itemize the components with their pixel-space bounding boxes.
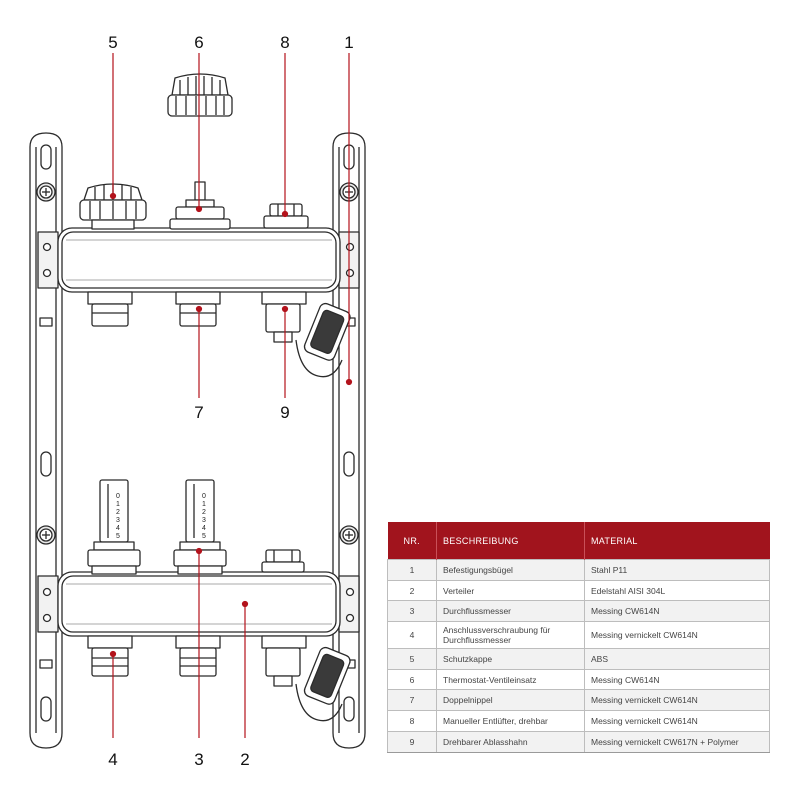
callout-line-4 (109, 650, 117, 738)
cell-material: Stahl P11 (584, 559, 770, 581)
connection-fitting (87, 635, 133, 677)
callout-line-7 (195, 305, 203, 398)
callout-label-1: 1 (344, 33, 353, 52)
callout-label-3: 3 (194, 750, 203, 769)
cell-material: Messing vernickelt CW614N (584, 621, 770, 650)
manual-air-vent (261, 549, 305, 573)
table-row: 6 Thermostat-Ventileinsatz Messing CW614… (387, 668, 770, 691)
cell-nr: 8 (387, 710, 437, 732)
scale-digit: 3 (202, 517, 206, 524)
callout-line-3 (195, 547, 203, 738)
table-row: 3 Durchflussmesser Messing CW614N (387, 600, 770, 623)
table-row: 9 Drehbarer Ablasshahn Messing vernickel… (387, 730, 770, 753)
callout-label-4: 4 (108, 750, 117, 769)
table-row: 7 Doppelnippel Messing vernickelt CW614N (387, 689, 770, 712)
cell-beschreibung: Drehbarer Ablasshahn (436, 730, 585, 753)
callout-label-8: 8 (280, 33, 289, 52)
screw-icon (36, 525, 56, 545)
cell-beschreibung: Durchflussmesser (436, 600, 585, 623)
cell-material: Messing vernickelt CW617N + Polymer (584, 730, 770, 753)
cell-beschreibung: Thermostat-Ventileinsatz (436, 668, 585, 691)
manifold-bar-top (57, 227, 341, 293)
cell-material: ABS (584, 648, 770, 670)
cell-nr: 2 (387, 579, 437, 602)
callout-label-9: 9 (280, 403, 289, 422)
table-row: 5 Schutzkappe ABS (387, 648, 770, 670)
scale-digit: 4 (202, 525, 206, 532)
callout-line-9 (281, 305, 289, 398)
callout-line-8 (281, 53, 289, 218)
cell-beschreibung: Verteiler (436, 579, 585, 602)
drain-valve (261, 635, 351, 722)
double-nipple (175, 291, 221, 327)
header-beschreibung: BESCHREIBUNG (436, 522, 585, 560)
flow-meter (87, 479, 141, 575)
double-nipple (87, 291, 133, 327)
table-row: 2 Verteiler Edelstahl AISI 304L (387, 579, 770, 602)
scale-digit: 3 (116, 517, 120, 524)
flow-meter (173, 479, 227, 575)
cell-material: Messing vernickelt CW614N (584, 689, 770, 712)
cell-nr: 5 (387, 648, 437, 670)
flowmeter-scale-left: 0 1 2 3 4 5 (116, 493, 120, 540)
cell-beschreibung: Befestigungsbügel (436, 559, 585, 581)
callout-label-2: 2 (240, 750, 249, 769)
cell-nr: 3 (387, 600, 437, 623)
connection-fitting (175, 635, 221, 677)
cell-nr: 6 (387, 668, 437, 691)
manual-air-vent (263, 203, 309, 229)
callout-line-1 (345, 53, 353, 386)
scale-digit: 4 (116, 525, 120, 532)
cell-nr: 9 (387, 730, 437, 753)
scale-digit: 2 (202, 509, 206, 516)
screw-icon (36, 182, 56, 202)
scale-digit: 5 (116, 533, 120, 540)
scale-digit: 2 (116, 509, 120, 516)
cell-beschreibung: Schutzkappe (436, 648, 585, 670)
parts-table-header: NR. BESCHREIBUNG MATERIAL (387, 522, 770, 560)
callout-label-6: 6 (194, 33, 203, 52)
screw-icon (339, 525, 359, 545)
drain-valve (261, 291, 351, 378)
flowmeter-scale-right: 0 1 2 3 4 5 (202, 493, 206, 540)
cell-material: Edelstahl AISI 304L (584, 579, 770, 602)
cell-material: Messing CW614N (584, 668, 770, 691)
parts-table: NR. BESCHREIBUNG MATERIAL 1 Befestigungs… (387, 522, 770, 753)
table-row: 1 Befestigungsbügel Stahl P11 (387, 559, 770, 581)
cell-material: Messing vernickelt CW614N (584, 710, 770, 732)
cell-beschreibung: Doppelnippel (436, 689, 585, 712)
scale-digit: 1 (202, 501, 206, 508)
callout-label-5: 5 (108, 33, 117, 52)
table-row: 8 Manueller Entlüfter, drehbar Messing v… (387, 710, 770, 732)
cell-nr: 1 (387, 559, 437, 581)
callout-label-7: 7 (194, 403, 203, 422)
header-nr: NR. (387, 522, 437, 560)
callout-line-5 (109, 53, 117, 200)
cell-nr: 7 (387, 689, 437, 712)
protective-cap (79, 183, 147, 230)
table-row: 4 Anschlussverschraubung für Durchflussm… (387, 621, 770, 650)
callout-line-6 (195, 53, 203, 213)
scale-digit: 5 (202, 533, 206, 540)
header-material: MATERIAL (584, 522, 770, 560)
cell-material: Messing CW614N (584, 600, 770, 623)
scale-digit: 0 (116, 493, 120, 500)
thermostat-valve-insert (169, 181, 231, 230)
mounting-bracket-left (29, 132, 63, 749)
mounting-bracket-right (332, 132, 366, 749)
scale-digit: 1 (116, 501, 120, 508)
cell-nr: 4 (387, 621, 437, 650)
cell-beschreibung: Anschlussverschraubung für Durchflussmes… (436, 621, 585, 650)
cell-beschreibung: Manueller Entlüfter, drehbar (436, 710, 585, 732)
scale-digit: 0 (202, 493, 206, 500)
callout-line-2 (241, 600, 249, 738)
thermostat-cap-loose (167, 73, 233, 117)
